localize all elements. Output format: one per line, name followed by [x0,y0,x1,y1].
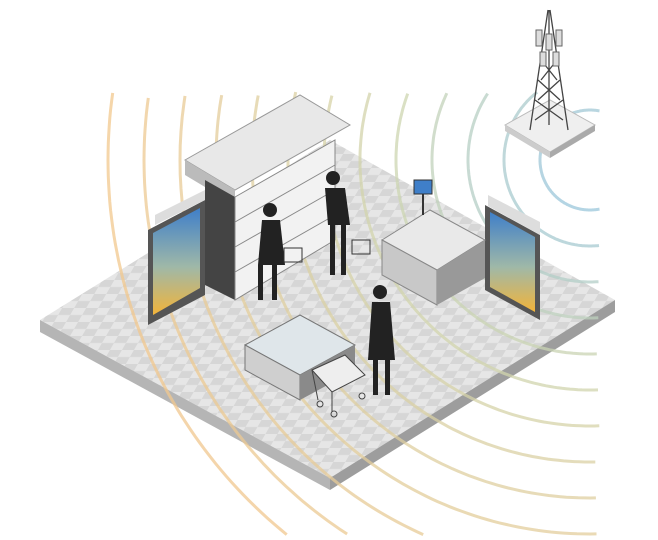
shopper-with-cart [368,285,395,395]
cell-tower-icon [504,9,596,158]
shopping-cart-icon [311,354,366,418]
digital-signage-icon [485,195,540,320]
signal-wave-ring [178,95,424,536]
digital-signage-icon [148,190,205,325]
signal-wave-ring [142,97,348,536]
shopping-basket-icon [283,247,303,263]
shopping-basket-icon [351,239,371,255]
shopper-at-shelf-right [325,171,371,275]
signal-wave-ring [466,92,599,284]
shopper-at-shelf-left [258,203,303,300]
signal-wave-ring [106,92,288,536]
signal-wave-ring [358,92,599,392]
deli-counter [381,179,486,306]
